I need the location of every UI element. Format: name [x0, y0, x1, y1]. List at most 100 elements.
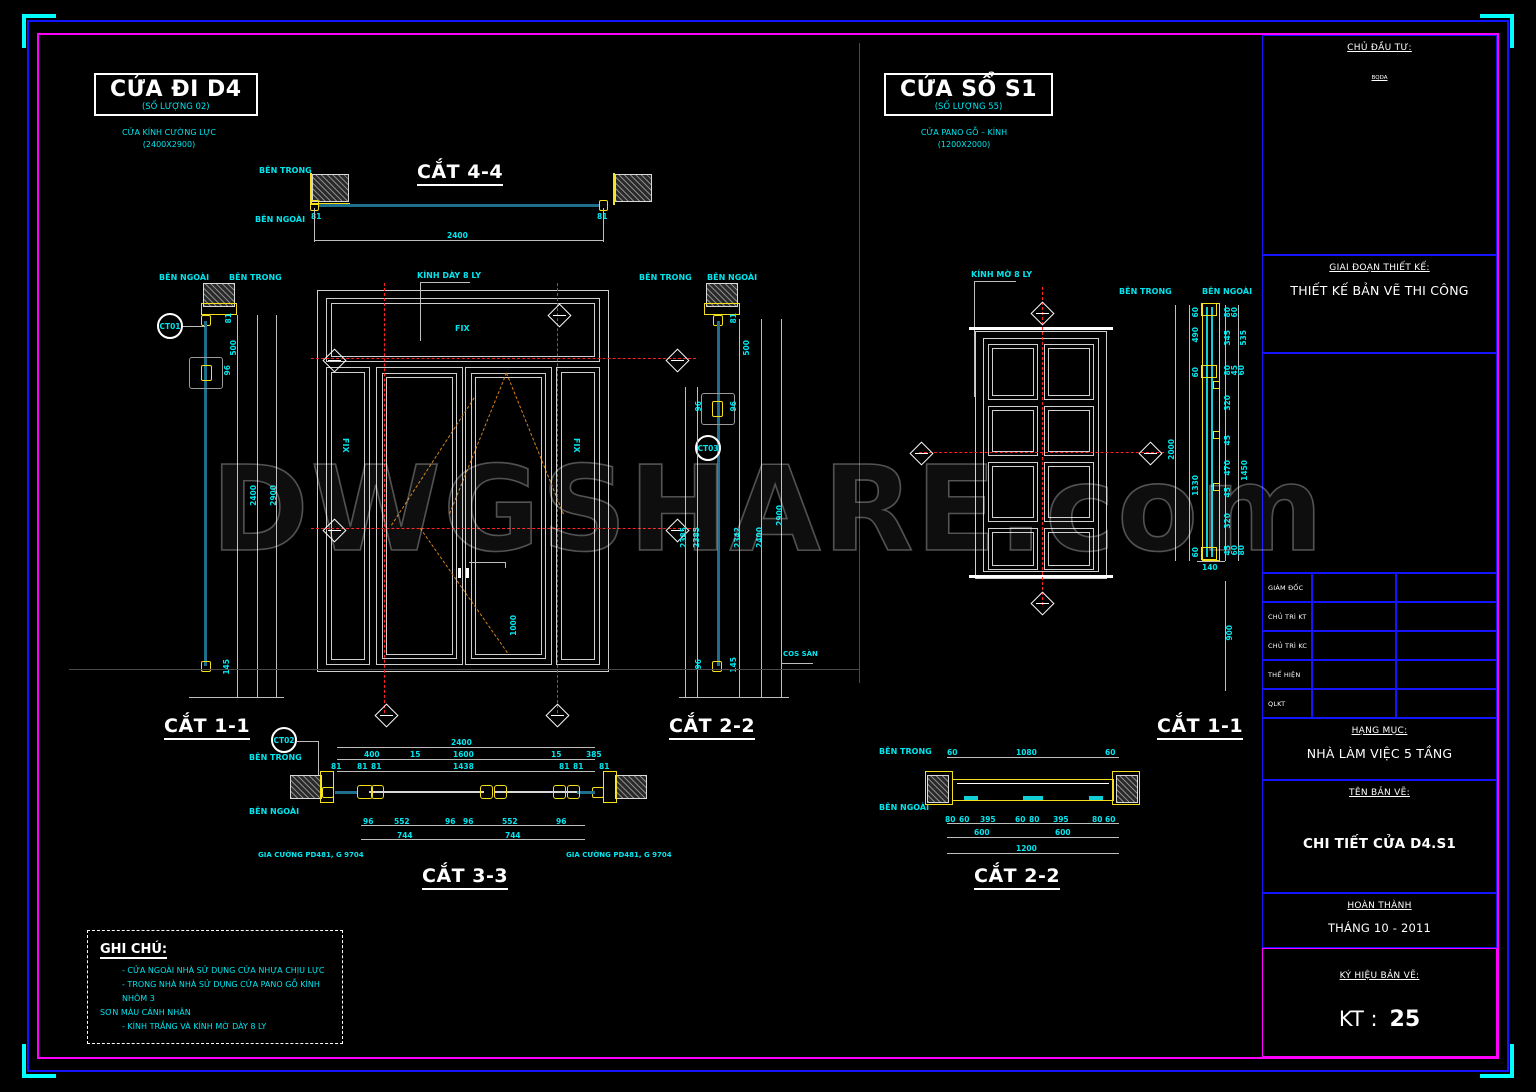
w22-frame-right: [1112, 771, 1140, 805]
dim-33-385: 385: [586, 750, 602, 759]
dim-w22-80c: 80: [1092, 815, 1103, 824]
label-inside-w11: BÊN TRONG: [1119, 287, 1172, 296]
label-inside-11d: BÊN TRONG: [229, 273, 282, 282]
door-material-caption: CỬA KÍNH CƯỜNG LỰC (2400X2900): [79, 127, 259, 150]
window-title: CỬA SỔ S1: [900, 77, 1038, 102]
dim-w22-60a: 60: [947, 748, 958, 757]
plan-profile-3: [480, 785, 493, 799]
win-dimline-right2: [1238, 305, 1239, 561]
tb-sig-row-1: CHỦ TRÌ KT: [1262, 602, 1312, 631]
tb-sig-mid-4: [1312, 689, 1396, 718]
tb-drawing-value: CHI TIẾT CỬA D4.S1: [1302, 836, 1457, 852]
tb-sig-right-2: [1396, 631, 1497, 660]
dim-33-1438: 1438: [453, 762, 474, 771]
extline-44-r: [603, 208, 604, 242]
door-leaf-left-in: [382, 373, 457, 659]
jamb-yellow-left-44: [310, 173, 312, 205]
leader-ct01: [183, 326, 205, 327]
dimline-22d-b: [697, 387, 698, 697]
door-outer-frame: [317, 290, 609, 672]
dim-33-15a: 15: [410, 750, 421, 759]
crop-mark-top-right: [1480, 14, 1514, 48]
dim-22d-145: 145: [729, 657, 738, 673]
win-panel-r3c1-in: [992, 466, 1034, 518]
window-material: CỬA PANO GỖ – KÍNH: [920, 128, 1008, 137]
dimline-22d-e: [781, 319, 782, 697]
tb-investor-value: BQDA: [1371, 75, 1388, 81]
window-quantity: (SỐ LƯỢNG 55): [934, 102, 1003, 113]
dim-11d-145: 145: [222, 659, 231, 675]
dim-w-45c: 45: [1223, 487, 1232, 498]
dim-w22-600b: 600: [1055, 828, 1071, 837]
tb-complete-cell: HOÀN THÀNH THÁNG 10 - 2011: [1262, 893, 1497, 948]
leader-ct02-v: [318, 741, 319, 775]
callout-ct02[interactable]: CT02: [271, 727, 297, 753]
leader-glass-v: [420, 283, 421, 341]
jamb-yellow-right-44: [613, 173, 615, 205]
door-section-11-label: CẮT 1-1: [164, 715, 251, 740]
window-section-22-label: CẮT 2-2: [974, 865, 1061, 890]
tb-sig-label-0: GIÁM ĐỐC: [1268, 583, 1304, 592]
head-profile-11d: [201, 303, 237, 315]
tb-sig-label-1: CHỦ TRÌ KT: [1268, 612, 1307, 621]
label-outside-44: BÊN NGOÀI: [255, 215, 306, 224]
wall-hatch-left-33: [290, 775, 322, 799]
door-side-left: [326, 367, 370, 665]
win-panel-r2c1-in: [992, 410, 1034, 452]
win-dimline-right: [1225, 305, 1226, 561]
reinforce-label-right: GIA CƯỜNG PD481, G 9704: [566, 851, 672, 859]
label-outside-33: BÊN NGOÀI: [249, 807, 300, 816]
dim-33-96c: 96: [463, 817, 474, 826]
callout-ct03[interactable]: CT03: [695, 435, 721, 461]
baseline-22d: [679, 697, 789, 698]
door-transom-inner: [331, 303, 595, 357]
tb-code-row: KT : 25: [1339, 1007, 1420, 1032]
baseline-11d: [189, 697, 284, 698]
axis-v-right: [557, 283, 558, 713]
drawing-sheet-area: CỬA ĐI D4 (SỐ LƯỢNG 02) CỬA KÍNH CƯỜNG L…: [39, 35, 1497, 1057]
tb-item-label: HẠNG MỤC:: [1351, 726, 1408, 736]
leaf-plan-l: [369, 791, 484, 793]
dim-11d-2900: 2900: [269, 485, 278, 506]
handle-leader: [469, 562, 506, 563]
dim-w22-60b: 60: [1105, 748, 1116, 757]
win-dimline-left2: [1189, 305, 1190, 561]
tb-sig-label-2: CHỦ TRÌ KC: [1268, 641, 1308, 650]
window-outer-frame: [975, 331, 1107, 579]
tb-item-cell: HẠNG MỤC: NHÀ LÀM VIỆC 5 TẦNG: [1262, 718, 1497, 780]
section-marker-right-2: [665, 518, 690, 543]
dim-w-80c: 80: [1237, 545, 1246, 556]
win-panel-r4c2-in: [1048, 532, 1090, 566]
tb-sig-row-4: QLKT: [1262, 689, 1312, 718]
callout-ct01[interactable]: CT01: [157, 313, 183, 339]
dim-44-jamb-left: 81: [311, 212, 322, 221]
win-sec-mid4: [1213, 483, 1220, 491]
dim-22d-96c: 96: [694, 659, 703, 670]
dim-w-140: 140: [1202, 563, 1218, 572]
dim-w22-80b: 80: [1029, 815, 1040, 824]
dim-22d-2385b: 2385: [692, 527, 701, 548]
tb-code-label: KÝ HIỆU BẢN VẼ:: [1339, 971, 1420, 981]
right-fix-label: FIX: [572, 438, 581, 453]
axis-h-mid: [311, 528, 696, 529]
door-section-44-label: CẮT 4-4: [417, 161, 504, 186]
tb-item-value: NHÀ LÀM VIỆC 5 TẦNG: [1306, 746, 1453, 761]
dim-w22-600a: 600: [974, 828, 990, 837]
tb-sig-row-3: THỂ HIỆN: [1262, 660, 1312, 689]
tb-sig-right-4: [1396, 689, 1497, 718]
dim-44-jamb-right: 81: [597, 212, 607, 221]
glass-plan-l: [335, 791, 357, 794]
section-marker-top-1: [547, 303, 572, 328]
handle-leader-tick: [505, 562, 506, 568]
door-title: CỬA ĐI D4: [110, 77, 242, 102]
leader-ct02-h: [297, 741, 319, 742]
win-panel-r3c2-in: [1048, 466, 1090, 518]
dimline-33-lower1: [361, 825, 585, 826]
tb-investor-cell: CHỦ ĐẦU TƯ: BQDA: [1262, 35, 1497, 255]
win-section-marker-bottom: [1030, 591, 1055, 616]
door-handle-left: [458, 568, 461, 578]
dim-w-1450: 1450: [1240, 460, 1249, 481]
label-inside-22d: BÊN TRONG: [639, 273, 692, 282]
door-size: (2400X2900): [142, 139, 196, 149]
